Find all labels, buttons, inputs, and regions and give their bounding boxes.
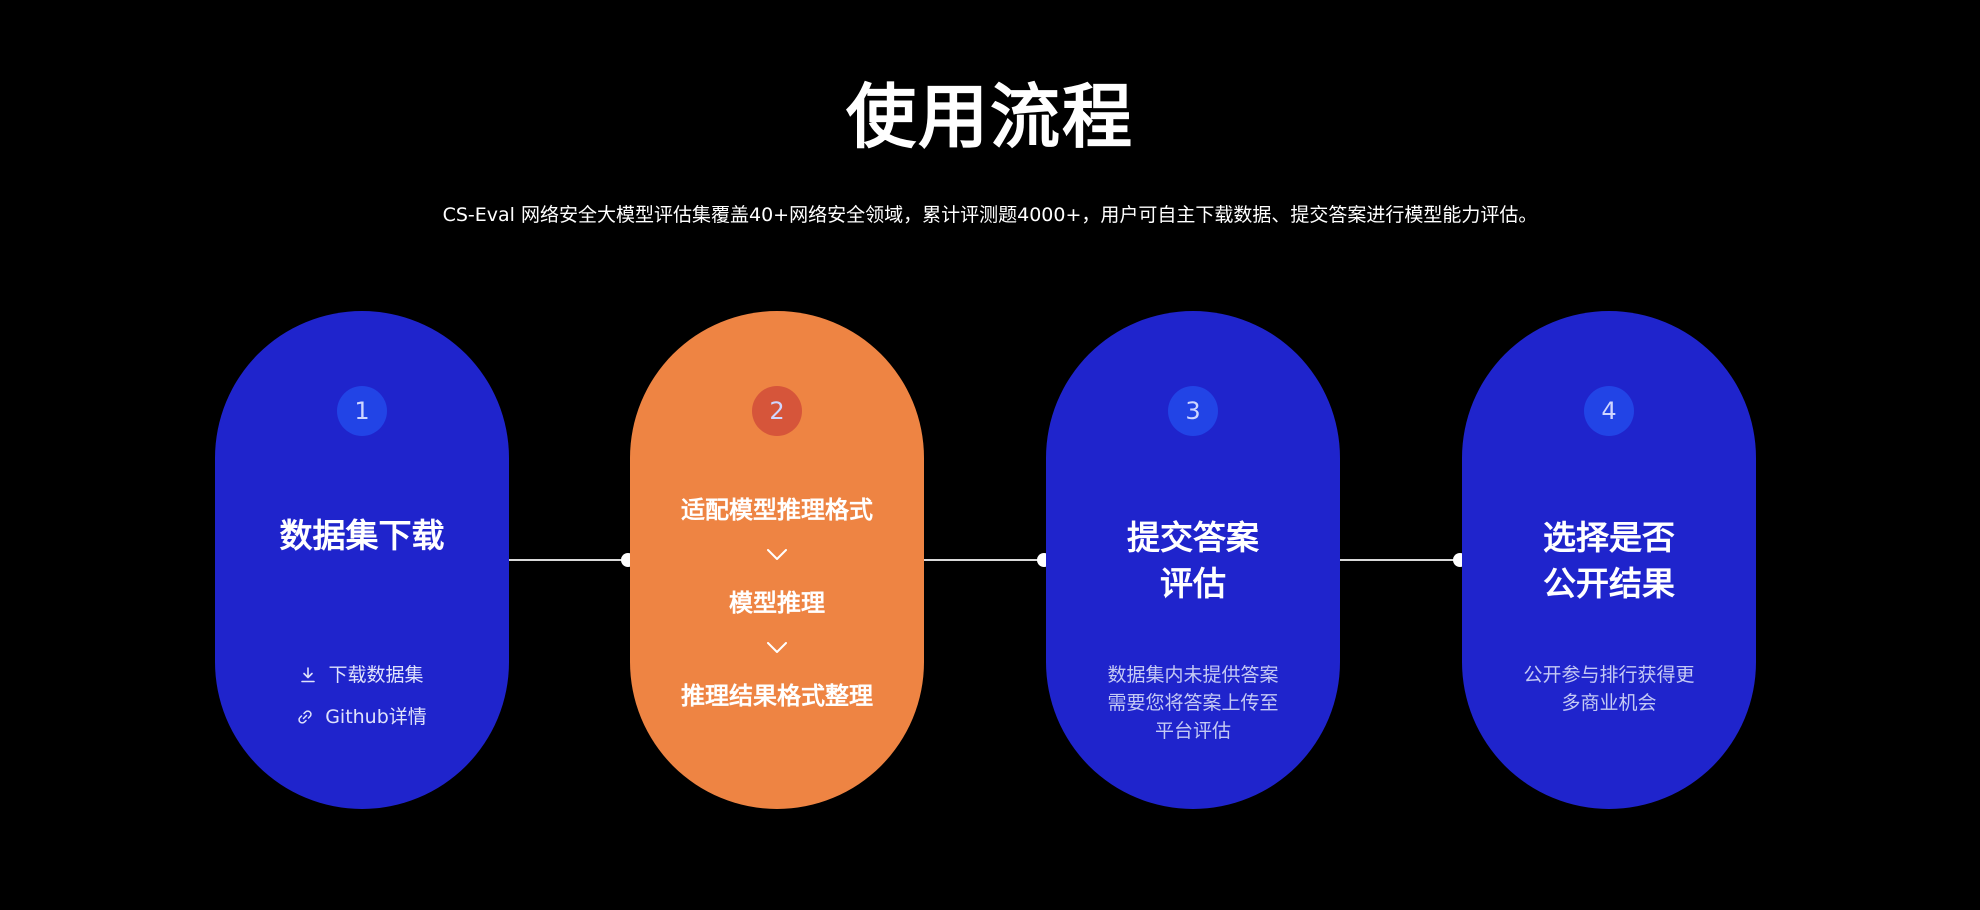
- download-dataset-label: 下载数据集: [328, 664, 424, 686]
- step-card-inference: 2 适配模型推理格式 模型推理 推理结果格式整理: [630, 311, 924, 809]
- step-description-line: 公开参与排行获得更: [1523, 664, 1695, 686]
- page-title: 使用流程: [846, 76, 1134, 158]
- step-description-line: 数据集内未提供答案: [1107, 664, 1279, 686]
- step-number-badge: 4: [1584, 386, 1634, 436]
- step-number-badge: 2: [752, 386, 802, 436]
- step-card-submit: 3 提交答案 评估 数据集内未提供答案 需要您将答案上传至 平台评估: [1046, 311, 1340, 809]
- step-title-line: 选择是否: [1543, 518, 1675, 557]
- page-subtitle: CS-Eval 网络安全大模型评估集覆盖40+网络安全领域，累计评测题4000+…: [442, 204, 1538, 226]
- step-description: 公开参与排行获得更 多商业机会: [1462, 661, 1756, 717]
- connector-line-3-4: [1340, 559, 1462, 561]
- step-card-download: 1 数据集下载 下载数据集 Github详情: [215, 311, 509, 809]
- step-title: 数据集下载: [279, 516, 445, 555]
- step-card-publish: 4 选择是否 公开结果 公开参与排行获得更 多商业机会: [1462, 311, 1756, 809]
- step-title: 选择是否 公开结果: [1462, 515, 1756, 607]
- download-icon: [301, 667, 316, 683]
- substep-adapt-format: 适配模型推理格式: [681, 496, 873, 524]
- step-description-line: 需要您将答案上传至: [1107, 692, 1279, 714]
- connector-line-2-3: [924, 559, 1046, 561]
- link-icon: [298, 710, 312, 724]
- connector-line-1-2: [509, 559, 629, 561]
- github-details-link[interactable]: Github详情: [215, 703, 509, 731]
- step-title-line: 评估: [1160, 564, 1226, 603]
- step-description-line: 多商业机会: [1561, 692, 1657, 714]
- chevron-down-icon: [767, 549, 787, 560]
- step-description: 数据集内未提供答案 需要您将答案上传至 平台评估: [1046, 661, 1340, 745]
- substep-model-inference: 模型推理: [729, 589, 825, 617]
- step-description-line: 平台评估: [1154, 720, 1231, 742]
- github-details-label: Github详情: [325, 706, 427, 728]
- step-title: 提交答案 评估: [1046, 515, 1340, 607]
- substep-result-formatting: 推理结果格式整理: [681, 682, 873, 710]
- step-title-line: 公开结果: [1543, 564, 1675, 603]
- step-title-line: 提交答案: [1127, 518, 1259, 557]
- chevron-down-icon: [767, 642, 787, 653]
- step-number-badge: 1: [337, 386, 387, 436]
- step-number-badge: 3: [1168, 386, 1218, 436]
- download-dataset-link[interactable]: 下载数据集: [215, 661, 509, 689]
